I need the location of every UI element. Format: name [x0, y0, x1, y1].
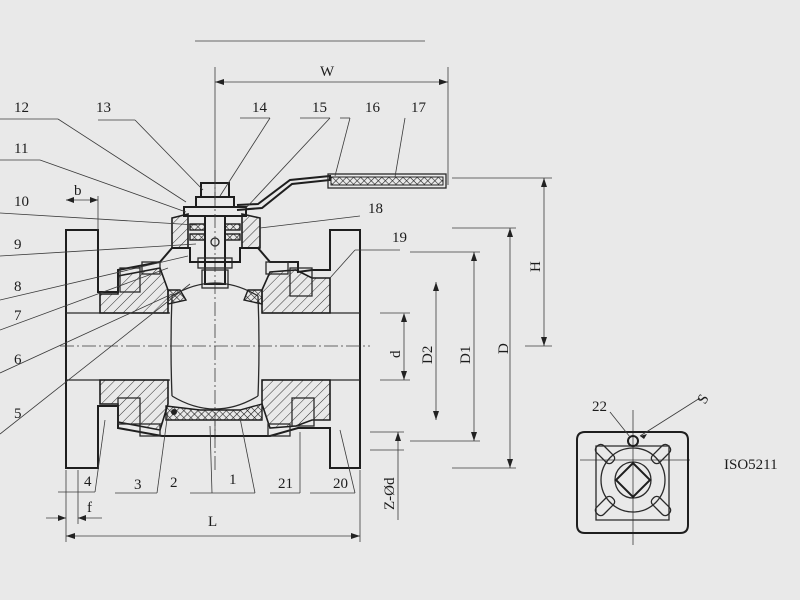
dim-label-d: d [388, 350, 404, 358]
iso-mounting-pad: ISO5211 S [576, 392, 778, 545]
dim-label-z-od: Z-Ød [382, 477, 398, 510]
part-number-2: 2 [170, 475, 178, 491]
dimension-z-od: Z-Ød [370, 431, 404, 520]
part-number-12: 12 [14, 100, 29, 116]
valve-body [65, 229, 361, 469]
stem-assembly [171, 170, 261, 470]
dim-label-w: W [320, 64, 335, 80]
dim-label-d1: D1 [458, 346, 474, 364]
part-number-13: 13 [96, 100, 111, 116]
part-number-10: 10 [14, 194, 29, 210]
part-number-21: 21 [278, 476, 293, 492]
dim-label-f: f [87, 500, 92, 516]
dimension-b: b [66, 183, 99, 230]
part-number-3: 3 [134, 477, 142, 493]
part-number-19: 19 [392, 230, 407, 246]
part-number-1: 1 [229, 472, 237, 488]
part-number-8: 8 [14, 279, 22, 295]
leader-lines [0, 117, 406, 494]
part-number-17: 17 [411, 100, 427, 116]
part-number-labels: 12 13 11 10 9 8 7 6 5 14 15 16 17 18 19 … [14, 100, 607, 493]
dim-label-b: b [74, 183, 82, 199]
dim-label-h: H [528, 261, 544, 272]
part-number-15: 15 [312, 100, 327, 116]
part-number-20: 20 [333, 476, 348, 492]
part-number-22: 22 [592, 399, 607, 415]
part-number-4: 4 [84, 474, 92, 490]
dimension-f: f [46, 470, 102, 524]
part-number-16: 16 [365, 100, 381, 116]
part-number-5: 5 [14, 406, 22, 422]
dim-label-d2: D2 [420, 346, 436, 364]
iso-standard-label: ISO5211 [724, 457, 778, 473]
part-number-11: 11 [14, 141, 28, 157]
handle-lever [236, 173, 447, 211]
part-number-14: 14 [252, 100, 268, 116]
dim-label-s: S [695, 392, 713, 407]
dimension-w: W [214, 64, 449, 200]
part-number-9: 9 [14, 237, 22, 253]
part-number-6: 6 [14, 352, 22, 368]
part-number-7: 7 [14, 308, 22, 324]
part-number-18: 18 [368, 201, 383, 217]
dimension-d-group: d D2 D1 D H [380, 177, 552, 469]
dimension-l: L [65, 470, 361, 542]
dim-label-l: L [208, 514, 217, 530]
dim-label-big-d: D [496, 343, 512, 354]
